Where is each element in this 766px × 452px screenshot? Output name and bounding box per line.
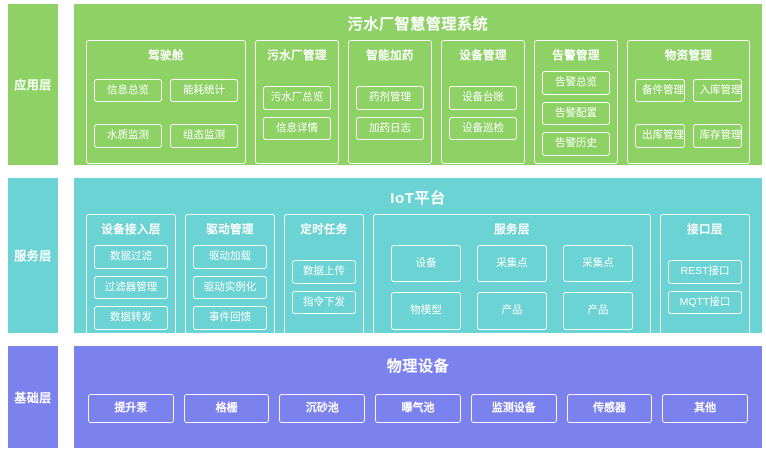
group-items-cockpit: 信息总览 能耗统计 水质监测 组态监测 (94, 71, 238, 156)
group-scheduled-task[interactable]: 定时任务 数据上传 指令下发 (284, 214, 364, 338)
module-chip[interactable]: 药剂管理 (356, 86, 424, 110)
module-chip[interactable]: 驱动加载 (193, 245, 267, 269)
group-items-interface-layer: REST接口 MQTT接口 (668, 245, 742, 330)
module-chip[interactable]: 备件管理 (635, 78, 685, 103)
module-chip[interactable]: 数据上传 (292, 260, 356, 284)
module-chip[interactable]: 驱动实例化 (193, 275, 267, 300)
application-panel-body: 驾驶舱 信息总览 能耗统计 水质监测 组态监测 污水厂管理 污水厂总览 信息详情 (86, 40, 750, 164)
module-chip[interactable]: 数据过滤 (94, 245, 168, 269)
module-chip[interactable]: MQTT接口 (668, 290, 742, 315)
group-title-material-management: 物资管理 (664, 50, 713, 62)
module-chip[interactable]: 污水厂总览 (263, 86, 331, 110)
application-panel-title: 污水厂智慧管理系统 (347, 16, 489, 33)
group-items-device-access: 数据过滤 过滤器管理 数据转发 (94, 245, 168, 330)
group-title-cockpit: 驾驶舱 (148, 50, 184, 62)
group-items-material-management: 备件管理 入库管理 出库管理 库存管理 (635, 71, 742, 156)
module-chip[interactable]: 信息总览 (94, 78, 162, 103)
group-title-alarm-management: 告警管理 (552, 50, 600, 62)
module-chip[interactable]: 告警总览 (542, 71, 610, 95)
layer-service: 服务层 IoT平台 设备接入层 数据过滤 过滤器管理 数据转发 驱动管理 驱动加… (8, 178, 762, 338)
module-chip[interactable]: 告警历史 (542, 132, 610, 156)
module-chip[interactable]: 采集点 (563, 245, 633, 283)
group-title-driver-management: 驱动管理 (206, 224, 254, 236)
group-items-alarm-management: 告警总览 告警配置 告警历史 (542, 71, 610, 156)
group-items-service-layer: 设备 采集点 采集点 物模型 产品 产品 (381, 245, 643, 330)
module-chip[interactable]: REST接口 (668, 260, 742, 284)
module-chip[interactable]: 信息详情 (263, 116, 331, 141)
group-driver-management[interactable]: 驱动管理 驱动加载 驱动实例化 事件回馈 (185, 214, 275, 338)
module-chip[interactable]: 出库管理 (635, 124, 685, 148)
module-chip[interactable]: 设备 (391, 245, 461, 283)
group-material-management[interactable]: 物资管理 备件管理 入库管理 出库管理 库存管理 (627, 40, 750, 164)
group-title-equipment-management: 设备管理 (459, 50, 507, 62)
group-items-driver-management: 驱动加载 驱动实例化 事件回馈 (193, 245, 267, 330)
layer-application: 应用层 污水厂智慧管理系统 驾驶舱 信息总览 能耗统计 水质监测 组态监测 污水… (8, 4, 762, 165)
infrastructure-panel-title: 物理设备 (386, 358, 450, 375)
module-chip[interactable]: 事件回馈 (193, 306, 267, 330)
module-chip[interactable]: 设备台账 (449, 86, 517, 110)
layer-tab-service: 服务层 (8, 178, 58, 333)
module-chip[interactable]: 水质监测 (94, 124, 162, 148)
device-chip[interactable]: 格栅 (183, 394, 270, 423)
group-title-plant-management: 污水厂管理 (267, 50, 327, 62)
group-items-equipment-management: 设备台账 设备巡检 (449, 71, 517, 156)
module-chip[interactable]: 指令下发 (292, 290, 356, 315)
module-chip[interactable]: 过滤器管理 (94, 275, 168, 300)
module-chip[interactable]: 能耗统计 (170, 78, 238, 103)
device-chip[interactable]: 沉砂池 (279, 394, 366, 423)
module-chip[interactable]: 告警配置 (542, 101, 610, 126)
group-items-plant-management: 污水厂总览 信息详情 (263, 71, 331, 156)
group-service-layer[interactable]: 服务层 设备 采集点 采集点 物模型 产品 产品 (373, 214, 651, 338)
group-device-access[interactable]: 设备接入层 数据过滤 过滤器管理 数据转发 (86, 214, 176, 338)
device-chip[interactable]: 监测设备 (470, 394, 557, 423)
service-panel-title: IoT平台 (390, 190, 446, 207)
module-chip[interactable]: 组态监测 (170, 124, 238, 148)
service-panel: IoT平台 设备接入层 数据过滤 过滤器管理 数据转发 驱动管理 驱动加载 驱动… (74, 178, 762, 338)
group-title-interface-layer: 接口层 (687, 224, 723, 236)
group-title-service-layer: 服务层 (494, 224, 530, 236)
device-chip[interactable]: 曝气池 (375, 394, 461, 423)
device-chip[interactable]: 提升泵 (88, 394, 174, 423)
module-chip[interactable]: 数据转发 (94, 306, 168, 330)
module-chip[interactable]: 产品 (563, 292, 633, 330)
device-chip[interactable]: 其他 (662, 394, 749, 423)
module-chip[interactable]: 采集点 (477, 245, 547, 283)
layer-infrastructure: 基础层 物理设备 提升泵 格栅 沉砂池 曝气池 监测设备 传感器 其他 (8, 346, 762, 448)
group-items-smart-dosing: 药剂管理 加药日志 (356, 71, 424, 156)
group-alarm-management[interactable]: 告警管理 告警总览 告警配置 告警历史 (534, 40, 618, 164)
module-chip[interactable]: 库存管理 (692, 124, 742, 148)
layer-tab-application: 应用层 (8, 4, 58, 165)
infrastructure-panel-body: 提升泵 格栅 沉砂池 曝气池 监测设备 传感器 其他 (86, 382, 750, 439)
module-chip[interactable]: 物模型 (391, 292, 461, 330)
group-interface-layer[interactable]: 接口层 REST接口 MQTT接口 (660, 214, 750, 338)
layer-tab-infrastructure: 基础层 (8, 346, 58, 448)
group-plant-management[interactable]: 污水厂管理 污水厂总览 信息详情 (255, 40, 339, 164)
device-chip[interactable]: 传感器 (566, 394, 653, 423)
group-equipment-management[interactable]: 设备管理 设备台账 设备巡检 (441, 40, 525, 164)
group-smart-dosing[interactable]: 智能加药 药剂管理 加药日志 (348, 40, 432, 164)
module-chip[interactable]: 产品 (477, 292, 547, 330)
module-chip[interactable]: 设备巡检 (449, 116, 517, 141)
infrastructure-panel: 物理设备 提升泵 格栅 沉砂池 曝气池 监测设备 传感器 其他 (74, 346, 762, 448)
group-title-device-access: 设备接入层 (101, 224, 161, 236)
group-items-scheduled-task: 数据上传 指令下发 (292, 245, 356, 330)
module-chip[interactable]: 入库管理 (692, 78, 742, 103)
module-chip[interactable]: 加药日志 (356, 116, 424, 141)
application-panel: 污水厂智慧管理系统 驾驶舱 信息总览 能耗统计 水质监测 组态监测 污水厂管理 … (74, 4, 762, 165)
service-panel-body: 设备接入层 数据过滤 过滤器管理 数据转发 驱动管理 驱动加载 驱动实例化 事件… (86, 214, 750, 338)
group-cockpit[interactable]: 驾驶舱 信息总览 能耗统计 水质监测 组态监测 (86, 40, 246, 164)
group-title-scheduled-task: 定时任务 (300, 224, 348, 236)
group-title-smart-dosing: 智能加药 (366, 50, 414, 62)
